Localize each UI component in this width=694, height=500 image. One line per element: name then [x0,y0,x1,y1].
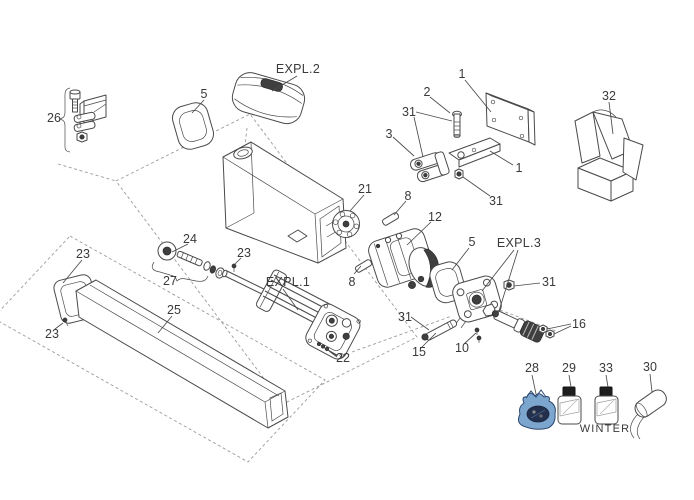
bottle-33 [594,386,619,425]
capacitor-30 [630,389,667,440]
label-21: 21 [358,182,372,196]
label-expl1: EXPL.1 [266,275,310,289]
label-33: 33 [599,361,613,375]
label-12: 12 [428,210,442,224]
nuts-16 [538,324,555,339]
label-expl2: EXPL.2 [276,62,320,76]
bolt-26 [69,89,81,113]
cylinder-expl1 [222,269,342,332]
bar-1 [448,137,501,168]
label-1b: 1 [516,161,523,175]
label-27: 27 [163,274,177,288]
box-32 [574,109,644,202]
nut-31-right [503,279,515,291]
label-10: 10 [455,341,469,355]
pin-8-lower [355,259,373,273]
bottle-29 [557,386,582,425]
label-31a: 31 [402,105,416,119]
fork-3 [409,151,450,183]
cover-expl2 [231,72,306,125]
label-25: 25 [167,303,181,317]
capacitor-wire-2 [636,416,645,440]
label-23b: 23 [237,246,251,260]
label-3: 3 [386,127,393,141]
label-expl3: EXPL.3 [497,236,541,250]
label-5b: 5 [469,235,476,249]
label-15: 15 [412,345,426,359]
screw-23-left [62,317,69,327]
labels: 26 5 EXPL.2 1 2 31 3 32 1 31 21 8 12 5 E… [45,62,657,435]
label-22: 22 [336,351,350,365]
bag-28 [518,389,556,430]
label-31d: 31 [542,275,556,289]
label-23c: 23 [45,327,59,341]
label-24: 24 [183,232,197,246]
pin-2 [452,110,462,138]
washers-27 [203,261,225,279]
pin-15 [421,319,458,341]
spacer-plate [287,229,308,243]
beam-body [222,141,347,264]
gasket-5-left [171,102,215,150]
label-5a: 5 [201,87,208,101]
label-8a: 8 [405,189,412,203]
label-30: 30 [643,360,657,374]
label-28: 28 [525,361,539,375]
beam-25 [75,279,289,429]
screw-23-mid [231,263,237,272]
nut-31-top [454,168,464,180]
label-26: 26 [47,111,61,125]
valve-assembly [482,303,545,343]
label-32: 32 [602,89,616,103]
leader-lines [54,75,653,395]
brace-26 [58,87,71,153]
bracket-26-group [58,87,107,153]
label-8b: 8 [349,275,356,289]
capacitor-wire-1 [630,413,639,439]
label-1a: 1 [459,67,466,81]
coupling-21 [332,210,360,238]
label-29: 29 [562,361,576,375]
label-16: 16 [572,317,586,331]
label-23a: 23 [76,247,90,261]
label-31b: 31 [489,194,503,208]
rod-end-24 [157,241,203,267]
nut-26 [76,131,88,143]
screws-10 [474,327,482,343]
label-winter: WINTER [580,423,631,435]
bracket-26-fork [73,111,96,132]
plate-1 [485,92,536,146]
pin-8-upper [382,212,400,226]
brace-27 [151,261,209,282]
label-2: 2 [424,85,431,99]
label-31c: 31 [398,310,412,324]
